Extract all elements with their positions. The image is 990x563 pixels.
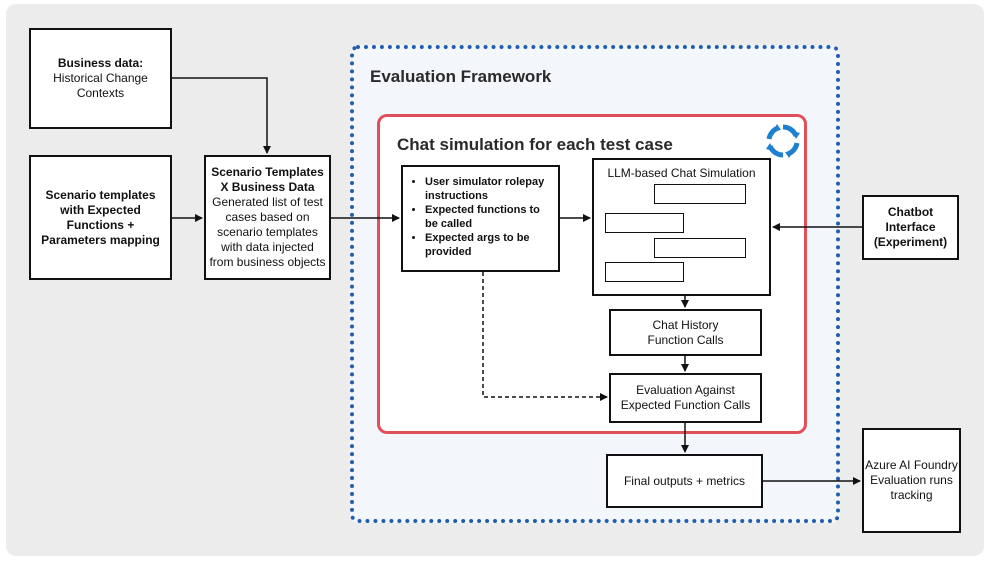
azure-line3: tracking	[890, 488, 933, 502]
bullet-item: Expected args to be provided	[425, 231, 552, 259]
refresh-cycle-icon	[766, 124, 800, 158]
scenario-business-box: Scenario Templates X Business Data Gener…	[204, 155, 331, 280]
scenario-templates-line2: with Expected	[60, 202, 141, 217]
chatbot-line3: (Experiment)	[873, 235, 948, 249]
bullet-item: User simulator rolepay instructions	[425, 175, 552, 203]
chat-bubble-left	[605, 262, 684, 282]
evaluation-line1: Evaluation Against	[636, 383, 735, 397]
scenario-business-body4: from business objects	[209, 255, 326, 269]
chat-bubble-right	[654, 184, 746, 204]
chat-bubble-right	[654, 238, 746, 258]
business-data-title: Business data:	[57, 56, 144, 70]
azure-line1: Azure AI Foundry	[865, 458, 958, 472]
scenario-templates-line3: Functions +	[66, 217, 135, 232]
chat-simulation-title: Chat simulation for each test case	[397, 135, 673, 154]
chat-history-line1: Chat History	[652, 317, 719, 332]
llm-chat-title: LLM-based Chat Simulation	[607, 166, 756, 180]
scenario-business-body1: cases based on	[225, 210, 310, 224]
scenario-templates-line4: Parameters mapping	[41, 232, 160, 247]
final-outputs-box: Final outputs + metrics	[606, 454, 763, 508]
arrow-business-to-scenario	[172, 77, 271, 154]
chat-history-box: Chat History Function Calls	[609, 309, 762, 356]
scenario-business-title1: Scenario Templates	[211, 165, 324, 179]
evaluation-box: Evaluation Against Expected Function Cal…	[609, 373, 762, 423]
evaluation-framework-title: Evaluation Framework	[370, 67, 552, 86]
business-data-line2: Contexts	[76, 86, 125, 100]
scenario-business-title2: X Business Data	[220, 180, 315, 194]
chat-bubble-left	[605, 213, 684, 233]
final-outputs-label: Final outputs + metrics	[623, 473, 746, 488]
scenario-business-body3: with data injected	[221, 240, 314, 254]
bullet-item: Expected functions to be called	[425, 203, 552, 231]
scenario-business-body2: scenario templates	[217, 225, 318, 239]
evaluation-line2: Expected Function Calls	[620, 398, 751, 412]
chatbot-line1: Chatbot	[887, 205, 934, 219]
chatbot-interface-box: Chatbot Interface (Experiment)	[862, 195, 959, 260]
arrow-simulator-to-evaluation	[482, 272, 608, 401]
azure-line2: Evaluation runs	[870, 473, 953, 487]
business-data-line1: Historical Change	[53, 71, 148, 85]
scenario-business-body0: Generated list of test	[212, 195, 323, 209]
scenario-templates-box: Scenario templates with Expected Functio…	[29, 155, 172, 280]
chatbot-line2: Interface	[885, 220, 936, 234]
business-data-box: Business data: Historical Change Context…	[29, 28, 172, 129]
chat-history-line2: Function Calls	[647, 332, 724, 347]
azure-foundry-box: Azure AI Foundry Evaluation runs trackin…	[862, 428, 961, 533]
scenario-templates-line1: Scenario templates	[45, 187, 156, 202]
user-simulator-box: User simulator rolepay instructions Expe…	[401, 165, 560, 272]
